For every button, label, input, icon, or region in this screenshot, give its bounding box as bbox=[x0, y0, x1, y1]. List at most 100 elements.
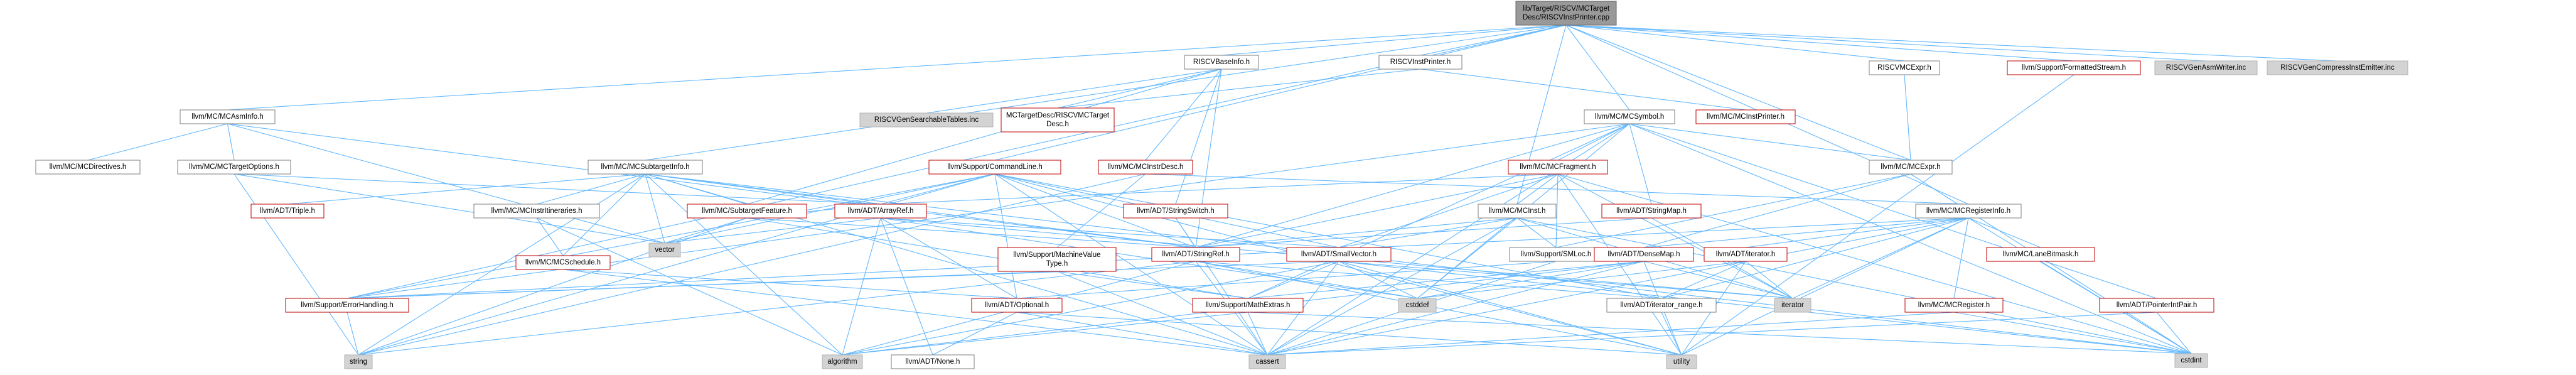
edge-mcsubtargetinfo-algorithm bbox=[645, 173, 843, 356]
node-smloc[interactable]: llvm/Support/SMLoc.h bbox=[1509, 247, 1603, 262]
edge bbox=[1904, 74, 1911, 161]
node-stringref[interactable]: llvm/ADT/StringRef.h bbox=[1151, 247, 1240, 262]
edge-errorhandling-string bbox=[346, 312, 359, 356]
edge-machinevaluetype-mathextras bbox=[1056, 271, 1248, 299]
edge-iteratorrange-utility bbox=[1661, 312, 1682, 356]
node-errorhandling[interactable]: llvm/Support/ErrorHandling.h bbox=[285, 298, 409, 313]
node-cstdint[interactable]: cstdint bbox=[2174, 353, 2208, 368]
edge-mcschedule-optional bbox=[562, 269, 1017, 299]
edge bbox=[1195, 173, 1559, 248]
edge-stringref-string bbox=[358, 261, 1196, 356]
node-arrayref[interactable]: llvm/ADT/ArrayRef.h bbox=[834, 204, 927, 219]
edge bbox=[1953, 217, 1969, 299]
edge-densemap-cstddef bbox=[1417, 261, 1645, 299]
node-stringmap[interactable]: llvm/ADT/StringMap.h bbox=[1601, 204, 1702, 219]
node-mcschedule[interactable]: llvm/MC/MCSchedule.h bbox=[515, 255, 611, 270]
node-mcexpr[interactable]: llvm/MC/MCExpr.h bbox=[1869, 160, 1953, 175]
node-none[interactable]: llvm/ADT/None.h bbox=[891, 354, 975, 369]
node-vector[interactable]: vector bbox=[648, 242, 681, 258]
node-algorithm[interactable]: algorithm bbox=[822, 354, 863, 369]
edge-smallvector-cstddef bbox=[1338, 261, 1418, 299]
svg-text:string: string bbox=[350, 358, 367, 366]
svg-text:llvm/Support/SMLoc.h: llvm/Support/SMLoc.h bbox=[1521, 251, 1592, 258]
edge-optional-none bbox=[932, 312, 1017, 356]
node-iterator[interactable]: iterator bbox=[1774, 298, 1811, 313]
edge bbox=[994, 173, 1662, 299]
edge bbox=[1175, 68, 1222, 205]
node-mcfragment[interactable]: llvm/MC/MCFragment.h bbox=[1508, 160, 1608, 175]
node-mctargetoptions[interactable]: llvm/MC/MCTargetOptions.h bbox=[177, 160, 291, 175]
edge bbox=[842, 261, 1339, 356]
edge-smallvector-iterator bbox=[1338, 261, 1793, 299]
edge-mathextras-cassert bbox=[1247, 312, 1268, 356]
node-mcsymbol[interactable]: llvm/MC/MCSymbol.h bbox=[1584, 109, 1675, 124]
edge-mctargetoptions-string bbox=[233, 173, 359, 356]
edge bbox=[346, 261, 1339, 299]
node-cstddef[interactable]: cstddef bbox=[1398, 298, 1437, 313]
node-mcinstritineraries[interactable]: llvm/MC/MCInstrItineraries.h bbox=[473, 204, 600, 219]
edge bbox=[645, 173, 2192, 354]
edge-mcsubtargetinfo-cassert bbox=[645, 173, 1268, 356]
edge bbox=[1016, 312, 1268, 356]
edge bbox=[994, 173, 1017, 299]
node-gensearchable[interactable]: RISCVGenSearchableTables.inc bbox=[859, 112, 994, 128]
edge-mcinst-stringref bbox=[1195, 217, 1518, 248]
edge bbox=[1565, 24, 1905, 62]
svg-text:llvm/ADT/iterator.h: llvm/ADT/iterator.h bbox=[1716, 251, 1776, 258]
edge-root-formattedstream bbox=[1565, 24, 2074, 62]
svg-text:RISCVGenSearchableTables.inc: RISCVGenSearchableTables.inc bbox=[874, 116, 979, 124]
edge-commandline-stringref bbox=[994, 173, 1196, 248]
svg-text:RISCVInstPrinter.h: RISCVInstPrinter.h bbox=[1390, 58, 1451, 66]
edge bbox=[358, 217, 748, 356]
svg-text:Type.h: Type.h bbox=[1046, 260, 1068, 268]
svg-text:utility: utility bbox=[1673, 358, 1690, 366]
node-riscvmcexpr[interactable]: RISCVMCExpr.h bbox=[1869, 60, 1940, 75]
node-densemap[interactable]: llvm/ADT/DenseMap.h bbox=[1594, 247, 1694, 262]
node-commandline[interactable]: llvm/Support/CommandLine.h bbox=[928, 160, 1061, 175]
edge-root-riscvbaseinfo bbox=[1221, 24, 1567, 56]
edge-mcsymbol-mathextras bbox=[1247, 123, 1630, 299]
edge-riscvbaseinfo-mctargetdesc bbox=[1057, 68, 1222, 109]
node-mcregister[interactable]: llvm/MC/MCRegister.h bbox=[1904, 298, 2004, 313]
node-riscvinstprinter[interactable]: RISCVInstPrinter.h bbox=[1378, 55, 1462, 70]
svg-text:llvm/ADT/StringMap.h: llvm/ADT/StringMap.h bbox=[1616, 207, 1687, 215]
node-formattedstream[interactable]: llvm/Support/FormattedStream.h bbox=[2007, 60, 2141, 75]
node-iteratorrange[interactable]: llvm/ADT/iterator_range.h bbox=[1606, 298, 1717, 313]
node-mcinst[interactable]: llvm/MC/MCInst.h bbox=[1478, 204, 1557, 219]
node-riscvbaseinfo[interactable]: RISCVBaseInfo.h bbox=[1184, 55, 1259, 70]
node-stringswitch[interactable]: llvm/ADT/StringSwitch.h bbox=[1123, 204, 1228, 219]
node-lanebitmask[interactable]: llvm/MC/LaneBitmask.h bbox=[1986, 247, 2095, 262]
svg-text:llvm/MC/MCSubtargetInfo.h: llvm/MC/MCSubtargetInfo.h bbox=[601, 163, 689, 171]
node-adtiterator[interactable]: llvm/ADT/iterator.h bbox=[1704, 247, 1788, 262]
node-cassert[interactable]: cassert bbox=[1248, 354, 1286, 369]
node-optional[interactable]: llvm/ADT/Optional.h bbox=[971, 298, 1063, 313]
node-mcinstprinter[interactable]: llvm/MC/MCInstPrinter.h bbox=[1695, 109, 1796, 124]
edge bbox=[233, 173, 665, 244]
node-subtargetfeature[interactable]: llvm/MC/SubtargetFeature.h bbox=[687, 204, 807, 219]
node-mcsubtargetinfo[interactable]: llvm/MC/MCSubtargetInfo.h bbox=[588, 160, 703, 175]
node-mcinstrdesc[interactable]: llvm/MC/MCInstrDesc.h bbox=[1098, 160, 1193, 175]
node-gencompress[interactable]: RISCVGenCompressInstEmitter.inc bbox=[2267, 60, 2408, 75]
edge-stringref-utility bbox=[1195, 261, 1682, 356]
node-root[interactable]: lib/Target/RISCV/MCTargetDesc/RISCVInstP… bbox=[1515, 1, 1617, 26]
edge-mcregisterinfo-cassert bbox=[1267, 217, 1969, 356]
node-smallvector[interactable]: llvm/ADT/SmallVector.h bbox=[1286, 247, 1392, 262]
node-mcdirectives[interactable]: llvm/MC/MCDirectives.h bbox=[35, 160, 141, 175]
edge-mcregisterinfo-iteratorrange bbox=[1661, 217, 1969, 299]
svg-text:llvm/MC/MCSchedule.h: llvm/MC/MCSchedule.h bbox=[525, 259, 601, 266]
node-triple[interactable]: llvm/ADT/Triple.h bbox=[250, 204, 325, 219]
node-pointerintpair[interactable]: llvm/ADT/PointerIntPair.h bbox=[2099, 298, 2214, 313]
edge bbox=[1565, 24, 2206, 62]
node-mcasminfo[interactable]: llvm/MC/MCAsmInfo.h bbox=[180, 109, 276, 124]
edge bbox=[1338, 261, 1793, 299]
node-mcregisterinfo[interactable]: llvm/MC/MCRegisterInfo.h bbox=[1915, 204, 2022, 219]
node-string[interactable]: string bbox=[344, 354, 373, 369]
node-mathextras[interactable]: llvm/Support/MathExtras.h bbox=[1192, 298, 1304, 313]
node-genasmwriter[interactable]: RISCVGenAsmWriter.inc bbox=[2154, 60, 2258, 75]
nodes: lib/Target/RISCV/MCTargetDesc/RISCVInstP… bbox=[35, 1, 2408, 369]
node-utility[interactable]: utility bbox=[1666, 354, 1697, 369]
edge bbox=[1267, 261, 1645, 356]
edge bbox=[1195, 261, 1662, 299]
